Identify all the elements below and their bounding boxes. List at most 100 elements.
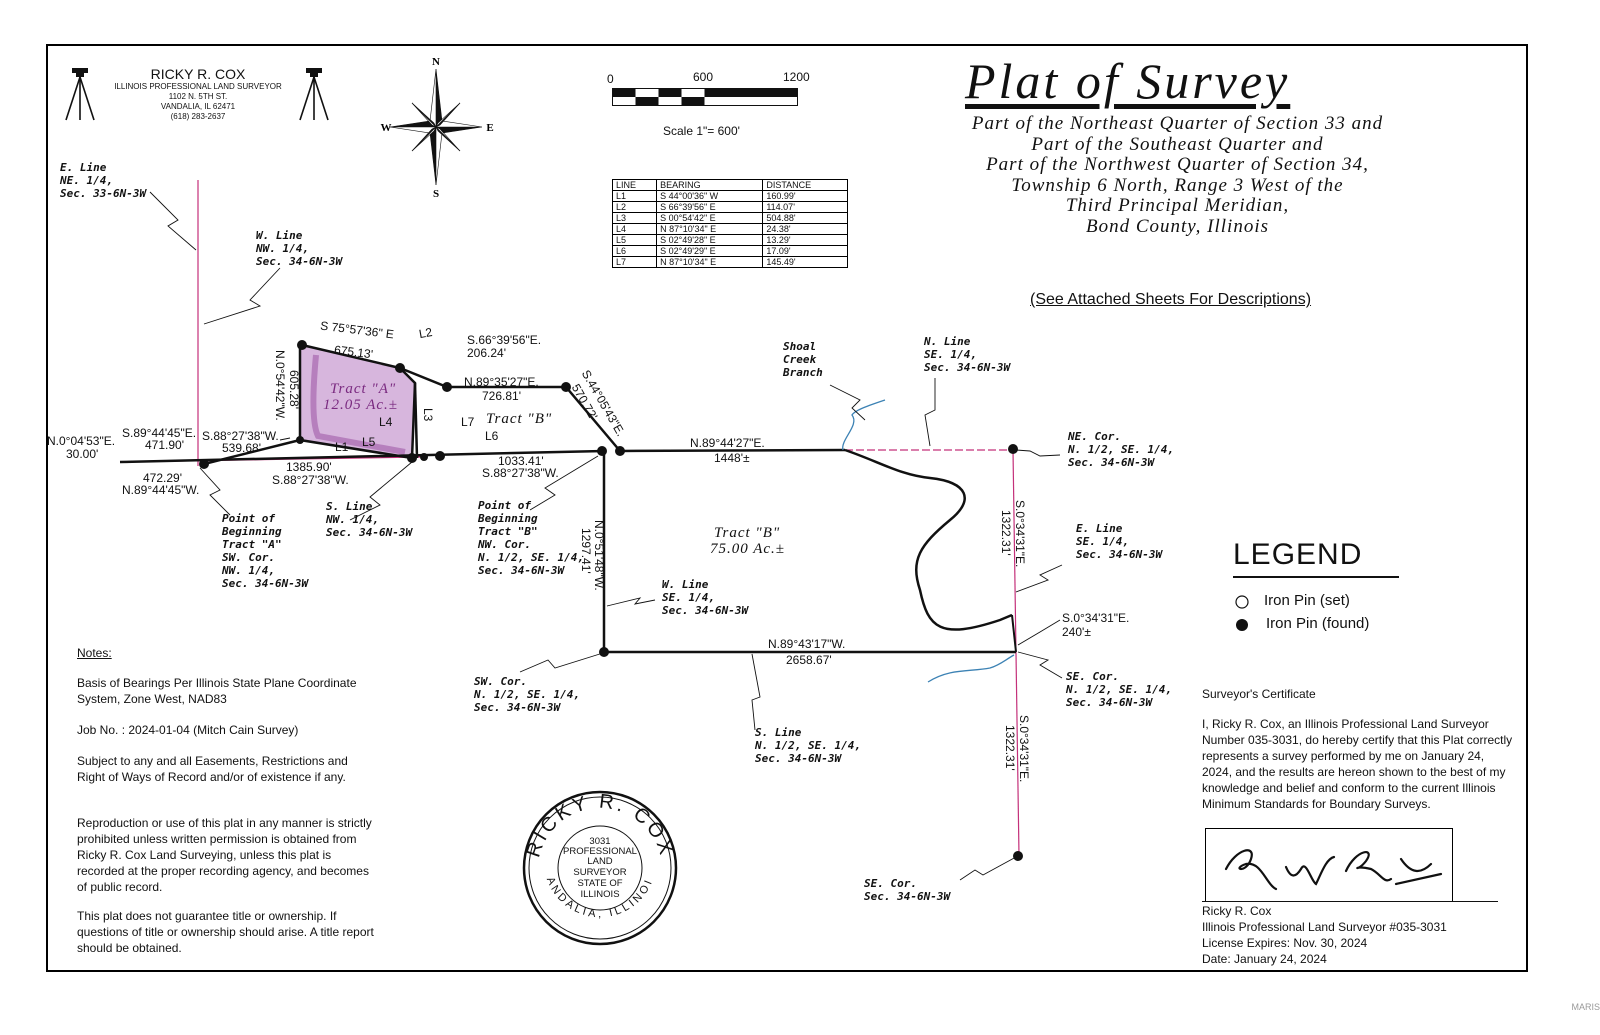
tract-a-area: 12.05 Ac.± [323, 397, 399, 413]
compass-e: E [486, 122, 493, 134]
dim-1297: 1297.41' [579, 528, 593, 574]
tract-b-creek-boundary [844, 448, 1013, 631]
label-se-cor-sec: SE. Cor. Sec. 34-6N-3W [864, 877, 951, 903]
label-se-cor-n-half: SE. Cor. N. 1/2, SE. 1/4, Sec. 34-6N-3W [1066, 670, 1172, 709]
label-l6: L6 [485, 429, 499, 443]
certificate-license: Illinois Professional Land Surveyor #035… [1202, 920, 1447, 934]
tripod-icon-left [65, 68, 95, 121]
legend-underline [1233, 576, 1399, 578]
seal-line5: ILLINOIS [580, 889, 619, 900]
dim-n0-54: N.0°54'42"W. [273, 350, 287, 421]
certificate-heading: Surveyor's Certificate [1202, 687, 1316, 701]
leader-lines [149, 191, 1063, 881]
scale-tick-600: 600 [693, 70, 714, 84]
tract-b-north-east [619, 448, 846, 453]
subtitle-line: Bond County, Illinois [1085, 215, 1270, 237]
dim-s66: S.66°39'56"E. [467, 333, 542, 347]
creek-line-south [927, 654, 1015, 683]
signature [1224, 849, 1443, 891]
line-l3 [413, 382, 419, 459]
label-n-line-se: N. Line SE. 1/4, Sec. 34-6N-3W [924, 335, 1011, 374]
dim-1033: 1033.41' [498, 454, 544, 468]
dim-s88-b: S.88°27'38"W. [272, 473, 349, 487]
south-line-main [119, 449, 605, 464]
legend-iron-pin-set: Iron Pin (set) [1264, 592, 1350, 609]
certificate-expires: License Expires: Nov. 30, 2024 [1202, 936, 1368, 950]
label-l2: L2 [417, 324, 434, 342]
tripod-icon-right [299, 68, 329, 121]
notes-heading: Notes: [77, 646, 112, 660]
dim-240: 240'± [1062, 625, 1091, 639]
tract-a-inner-border [310, 354, 406, 455]
label-pob-tract-b: Point of Beginning Tract "B" NW. Cor. N.… [478, 499, 584, 577]
dim-472: 472.29' [143, 471, 182, 485]
surveyor-name: RICKY R. COX [150, 66, 246, 82]
dim-n89-44-27: N.89°44'27"E. [690, 436, 765, 450]
title-description: Part of the Northeast Quarter of Section… [905, 113, 1450, 237]
iron-pin-found-icon [1236, 619, 1248, 631]
certificate-date: Date: January 24, 2024 [1202, 952, 1327, 966]
dim-s0-34-b: S.0°34'31"E. [1062, 611, 1130, 625]
label-l3: L3 [421, 408, 435, 422]
cell: L3 [611, 212, 658, 224]
label-l7: L7 [461, 415, 475, 429]
dim-s0-34-a: S.0°34'31"E. [1013, 500, 1027, 568]
subtitle-line: Township 6 North, Range 3 West of the [1011, 174, 1344, 196]
compass-n: N [432, 56, 440, 68]
label-e-line-ne: E. Line NE. 1/4, Sec. 33-6N-3W [60, 161, 147, 200]
surveyor-city: VANDALIA, IL 62471 [160, 102, 236, 111]
seal-line4: STATE OF [577, 878, 622, 889]
dim-n89-44: N.89°44'45"W. [122, 483, 200, 497]
dim-s89-44: S.89°44'45"E. [122, 426, 197, 440]
scale-bar [612, 88, 798, 106]
surveyor-address: 1102 N. 5TH ST. [168, 92, 228, 101]
plat-border [46, 44, 1528, 972]
line-table-header: LINE BEARING DISTANCE [611, 179, 848, 191]
note-reproduction: Reproduction or use of this plat in any … [77, 816, 372, 894]
dim-539: 539.68' [222, 441, 261, 455]
dim-s88-a: S.88°27'38"W. [202, 429, 279, 443]
page-title: Plat of Survey [965, 53, 1291, 109]
surveyor-title: ILLINOIS PROFESSIONAL LAND SURVEYOR [114, 82, 282, 91]
dim-s88-c: S.88°27'38"W. [482, 466, 559, 480]
dim-471: 471.90' [145, 438, 184, 452]
note-title: This plat does not guarantee title or ow… [77, 909, 374, 955]
note-easements: Subject to any and all Easements, Restri… [77, 754, 348, 784]
seal-line2: LAND [587, 856, 612, 867]
seal-line1: PROFESSIONAL [563, 846, 637, 857]
dim-726: 726.81' [482, 389, 521, 403]
tract-b-name-top: Tract "B" [486, 411, 553, 427]
watermark: MARIS [1571, 1002, 1600, 1012]
label-pob-tract-a: Point of Beginning Tract "A" SW. Cor. NW… [222, 512, 309, 590]
compass-w: W [381, 122, 392, 134]
dim-s0-34-c: S.0°34'31"E. [1017, 715, 1031, 783]
surveyor-phone: (618) 283-2637 [170, 112, 226, 121]
creek-line-north [842, 399, 886, 451]
dim-30: 30.00' [66, 447, 99, 461]
scale-tick-1200: 1200 [783, 70, 810, 84]
iron-pin-set-icon [1235, 595, 1249, 609]
label-l4: L4 [379, 415, 393, 429]
subtitle-line: Part of the Northwest Quarter of Section… [986, 154, 1369, 175]
scale-tick-0: 0 [607, 72, 614, 86]
certificate-body: I, Ricky R. Cox, an Illinois Professiona… [1202, 717, 1513, 811]
see-attached-note: (See Attached Sheets For Descriptions) [1030, 291, 1312, 308]
label-l1: L1 [335, 440, 349, 454]
dim-n89-35: N.89°35'27"E. [464, 375, 539, 389]
seal-number: 3031 [589, 836, 610, 847]
dim-1322-a: 1322.31' [999, 510, 1013, 556]
dim-605: 605.28' [287, 370, 301, 409]
legend-title: LEGEND [1233, 538, 1363, 571]
tract-b-north-line [399, 366, 621, 452]
dim-206: 206.24' [467, 346, 506, 360]
label-s-line-nw: S. Line NW. 1/4, Sec. 34-6N-3W [326, 500, 413, 539]
label-sw-cor: SW. Cor. N. 1/2, SE. 1/4, Sec. 34-6N-3W [474, 675, 580, 714]
certificate-signer: Ricky R. Cox [1202, 904, 1272, 918]
label-w-line-se: W. Line SE. 1/4, Sec. 34-6N-3W [662, 578, 749, 617]
